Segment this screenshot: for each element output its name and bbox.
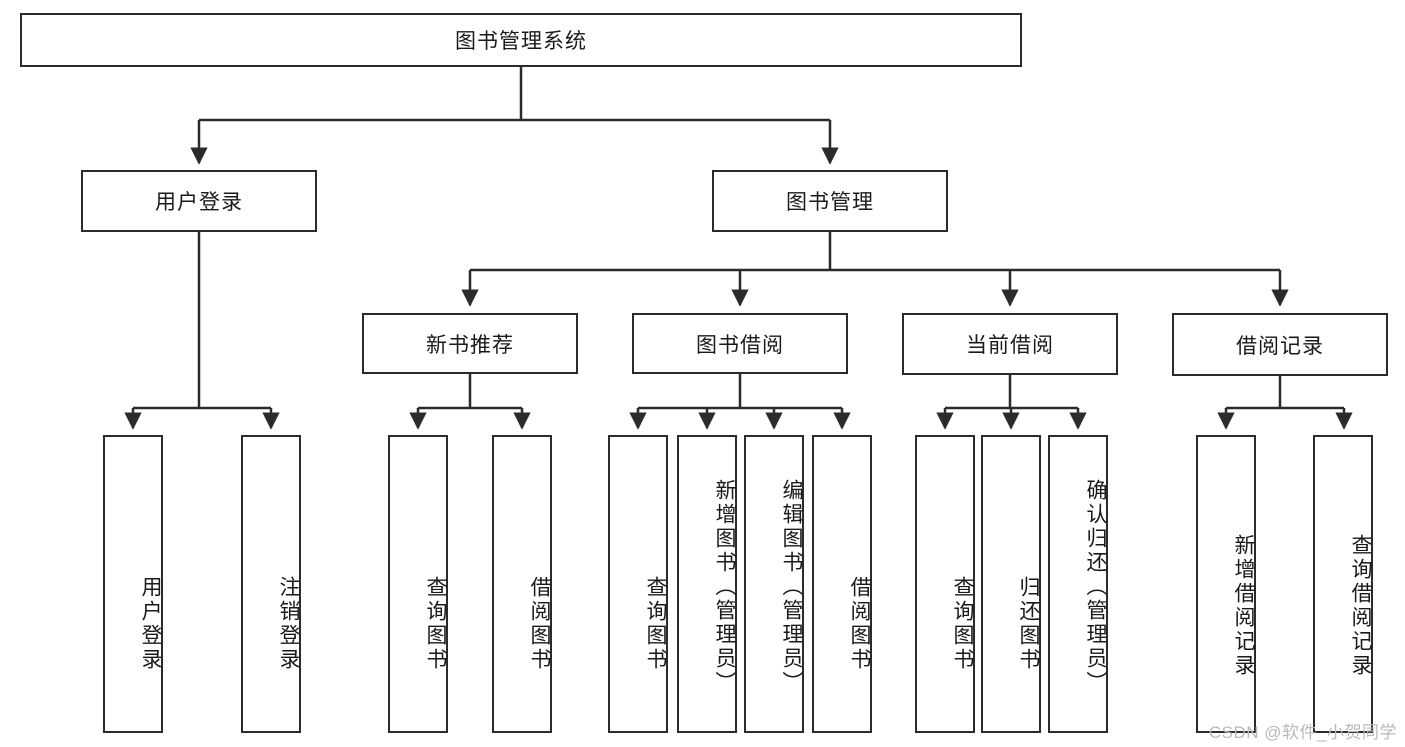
node-user-login[interactable]: 用户登录	[81, 170, 317, 232]
leaf-confirm-return[interactable]: 确认归还（管理员）	[1048, 435, 1108, 733]
node-root-system[interactable]: 图书管理系统	[20, 13, 1022, 67]
leaf-return-book[interactable]: 归还图书	[981, 435, 1041, 733]
leaf-logout-login[interactable]: 注销登录	[241, 435, 301, 733]
node-book-manage[interactable]: 图书管理	[712, 170, 948, 232]
leaf-query-book-3[interactable]: 查询图书	[915, 435, 975, 733]
leaf-edit-book[interactable]: 编辑图书（管理员）	[744, 435, 804, 733]
node-current-borrow[interactable]: 当前借阅	[902, 313, 1118, 375]
leaf-query-record[interactable]: 查询借阅记录	[1313, 435, 1373, 733]
leaf-borrow-book-1[interactable]: 借阅图书	[492, 435, 552, 733]
leaf-borrow-book-2[interactable]: 借阅图书	[812, 435, 872, 733]
leaf-query-book-2[interactable]: 查询图书	[608, 435, 668, 733]
node-borrow-record[interactable]: 借阅记录	[1172, 313, 1388, 376]
node-book-borrow[interactable]: 图书借阅	[632, 313, 848, 374]
node-new-book-recommend[interactable]: 新书推荐	[362, 313, 578, 374]
leaf-query-book-1[interactable]: 查询图书	[388, 435, 448, 733]
leaf-add-book[interactable]: 新增图书（管理员）	[677, 435, 737, 733]
leaf-add-record[interactable]: 新增借阅记录	[1196, 435, 1256, 733]
watermark-text: CSDN @软件_小贺同学	[1208, 723, 1397, 742]
leaf-user-login[interactable]: 用户登录	[103, 435, 163, 733]
